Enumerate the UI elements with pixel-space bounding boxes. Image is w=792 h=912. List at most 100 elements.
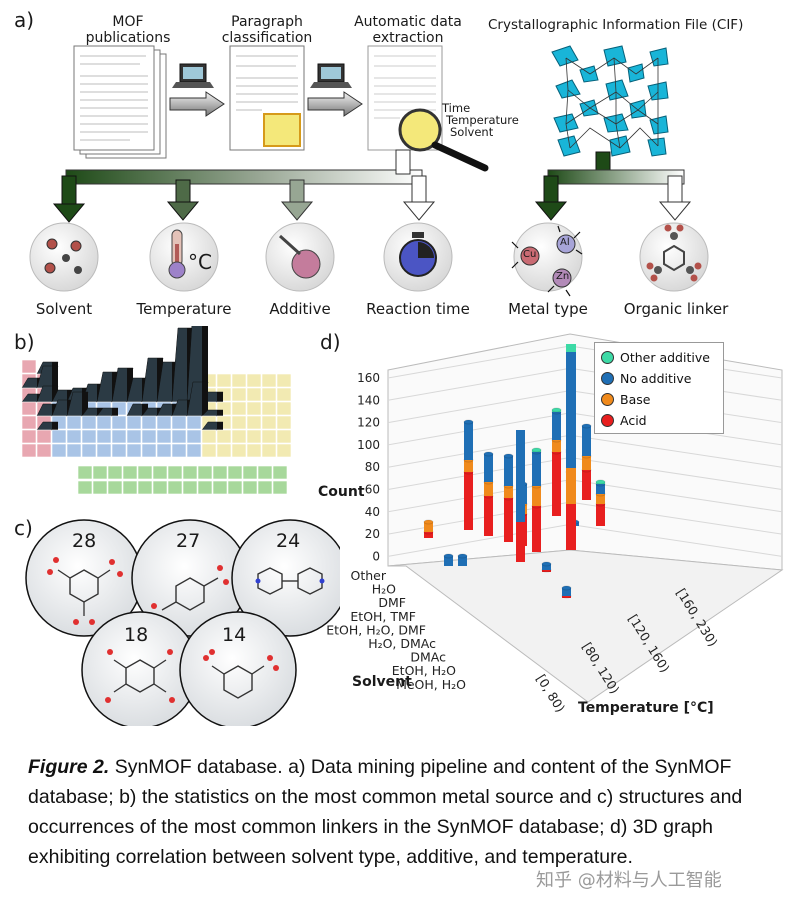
actinide-tile [212,480,228,495]
bar-segment [464,422,473,460]
linker-count-2: 27 [176,530,201,552]
element-tile [201,443,217,458]
element-tile [276,443,292,458]
bar-segment [582,426,591,456]
legend-swatch [601,371,614,385]
left-distribution-tree [52,149,436,223]
output-label-organic-linker: Organic linker [623,300,729,318]
temp-unit-label: °C [188,250,212,274]
element-tile [141,415,157,430]
bar-cap [503,453,514,459]
bar-segment [566,344,576,352]
element-tile [156,443,172,458]
solvent-icon [29,222,99,292]
element-tile [111,415,127,430]
gridline [387,390,571,424]
bar-segment [566,350,576,390]
bar-segment [532,452,541,486]
lanthanide-tile [137,465,153,480]
element-tile [201,429,217,444]
element-tile [96,415,112,430]
bar-segment [424,532,433,538]
element-tile [231,373,247,388]
element-tile [186,443,202,458]
bar-segment [562,588,571,596]
solvent-tick-label: Other [351,568,387,583]
panel-d-label: d) [320,330,341,354]
caption-text: SynMOF database. a) Data mining pipeline… [28,756,743,868]
element-tile [231,415,247,430]
solvent-tick-label: EtOH, TMF [350,609,416,624]
gridline [569,457,783,490]
bar-segment [458,556,467,566]
element-tile [156,415,172,430]
output-label-additive: Additive [269,300,331,318]
step-classification-title: Paragraph classification [221,14,313,46]
step-extraction-title: Automatic data extraction [354,14,462,46]
bar-segment [516,430,525,522]
lanthanide-tile [242,465,258,480]
actinide-tile [92,480,108,495]
bar-segment [566,390,576,470]
element-tile [276,429,292,444]
metal-label-zn: Zn [556,271,570,282]
element-tile [171,443,187,458]
element-tile [246,429,262,444]
element-tile [66,429,82,444]
gridline [569,501,783,535]
magnifier-label-time: Time [442,101,471,115]
additive-icon [265,222,335,292]
element-tile [36,429,52,444]
bar-cap [463,419,474,425]
element-tile [21,429,37,444]
bar-cap [443,553,454,559]
element-tile [246,415,262,430]
output-label-metal-type: Metal type [508,300,588,318]
bar-segment [532,506,541,552]
element-tile [111,443,127,458]
bar-segment [516,522,525,562]
lanthanide-tile [182,465,198,480]
bar-segment [484,496,493,536]
actinide-tile [122,480,138,495]
panel-b-label: b) [14,330,35,354]
bar-cap [483,451,494,457]
element-tile [276,373,292,388]
right-distribution-tree [534,151,692,221]
element-tile [171,415,187,430]
gridline [387,367,571,401]
lanthanide-tile [107,465,123,480]
lanthanide-tile [212,465,228,480]
element-tile [51,429,67,444]
element-tile [96,443,112,458]
element-tile [186,429,202,444]
crystal-structure [548,44,670,160]
watermark: 知乎 @材料与人工智能 [536,870,722,891]
element-column-side [52,366,58,398]
gridline [387,345,571,379]
z-tick-label: 60 [365,483,380,497]
panel-a-label: a) [14,8,35,32]
lanthanide-tile [77,465,93,480]
bar-segment [542,564,551,570]
gridline [569,479,783,513]
linker-circle-3 [231,519,340,637]
bar-segment [484,454,493,482]
element-tile [261,415,277,430]
bar-segment [552,452,561,516]
element-tile [111,429,127,444]
legend-swatch [601,413,614,427]
actinide-tile [242,480,258,495]
element-tile [216,443,232,458]
linker-icon [639,222,709,292]
bar-segment [596,494,605,504]
gridline [387,412,571,446]
element-tile [21,443,37,458]
panel-c-label: c) [14,516,33,540]
element-tile [246,401,262,416]
linker-circle-5 [179,611,297,726]
metal-label-cu: Cu [523,249,537,260]
element-tile [126,429,142,444]
actinide-tile [257,480,273,495]
count-axis-label: Count [318,484,365,500]
